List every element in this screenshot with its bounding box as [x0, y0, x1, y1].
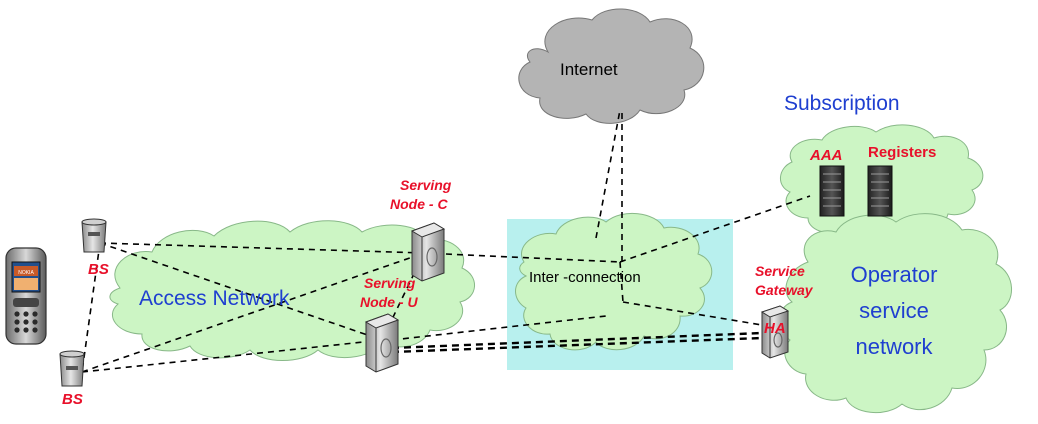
registers-rack-icon [867, 165, 893, 217]
ha-label: HA [764, 320, 786, 337]
serving-node-u-label-line2: Node - U [360, 294, 418, 310]
serving-node-c-label-line2: Node - C [390, 196, 448, 212]
aaa-rack-icon [819, 165, 845, 217]
base-station-icon [81, 218, 107, 253]
ha-server-icon [760, 305, 790, 359]
bs-top-label: BS [88, 261, 109, 278]
service-gateway-label-line1: Service [755, 263, 805, 279]
registers-label: Registers [868, 144, 936, 161]
serving-node-u-label-line1: Serving [364, 275, 416, 291]
serving-node-u-server-icon [364, 313, 400, 373]
access-network-label: Access Network [139, 287, 290, 310]
phone-brand-text: NOKIA [18, 270, 34, 276]
internet-label: Internet [560, 60, 618, 79]
serving-node-c-label-line1: Serving [400, 177, 452, 193]
operator-label-line3: network [855, 334, 933, 359]
operator-label-line2: service [859, 298, 929, 323]
service-gateway-label-line2: Gateway [755, 282, 814, 298]
mobile-phone-icon: NOKIA [5, 247, 47, 345]
aaa-label: AAA [809, 147, 843, 164]
serving-node-c-server-icon [410, 222, 446, 282]
base-station-icon [59, 350, 85, 387]
subscription-label: Subscription [784, 92, 900, 115]
internet-cloud [518, 8, 705, 124]
interconnection-label: Inter -connection [529, 269, 641, 286]
operator-label-line1: Operator [851, 262, 938, 287]
bs-bottom-label: BS [62, 391, 83, 408]
